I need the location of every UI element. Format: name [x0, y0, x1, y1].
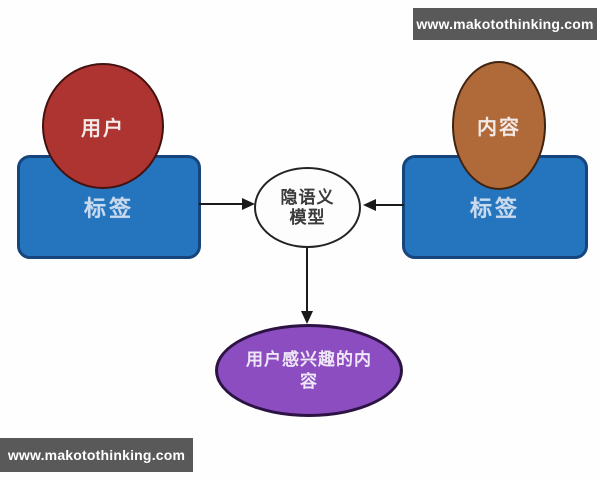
arrow-left-tags-to-model: [199, 198, 255, 210]
right-tag-label: 标签: [469, 196, 520, 221]
model-label-line1: 隐语义: [280, 187, 335, 207]
watermark-banner-bottom: www.makotothinking.com: [0, 438, 193, 472]
result-label-line1: 用户感兴趣的内: [246, 349, 372, 369]
watermark-text-bottom: www.makotothinking.com: [7, 447, 186, 463]
result-label-line2: 容: [300, 371, 318, 391]
watermark-text-top: www.makotothinking.com: [416, 16, 594, 32]
result-ellipse: 用户感兴趣的内 容: [215, 324, 403, 417]
model-ellipse: 隐语义 模型: [254, 167, 361, 248]
content-ellipse: 内容: [452, 61, 546, 190]
model-label-line2: 模型: [289, 207, 326, 227]
arrow-right-tags-to-model: [363, 199, 404, 211]
watermark-banner-top: www.makotothinking.com: [413, 8, 597, 40]
result-label: 用户感兴趣的内 容: [246, 349, 372, 393]
left-tag-box: 标签: [17, 155, 201, 259]
arrow-model-to-result: [301, 242, 313, 324]
content-label: 内容: [477, 117, 521, 139]
left-tag-label: 标签: [83, 196, 134, 221]
model-label: 隐语义 模型: [281, 188, 335, 228]
user-label: 用户: [81, 117, 125, 140]
user-ellipse: 用户: [42, 63, 164, 189]
